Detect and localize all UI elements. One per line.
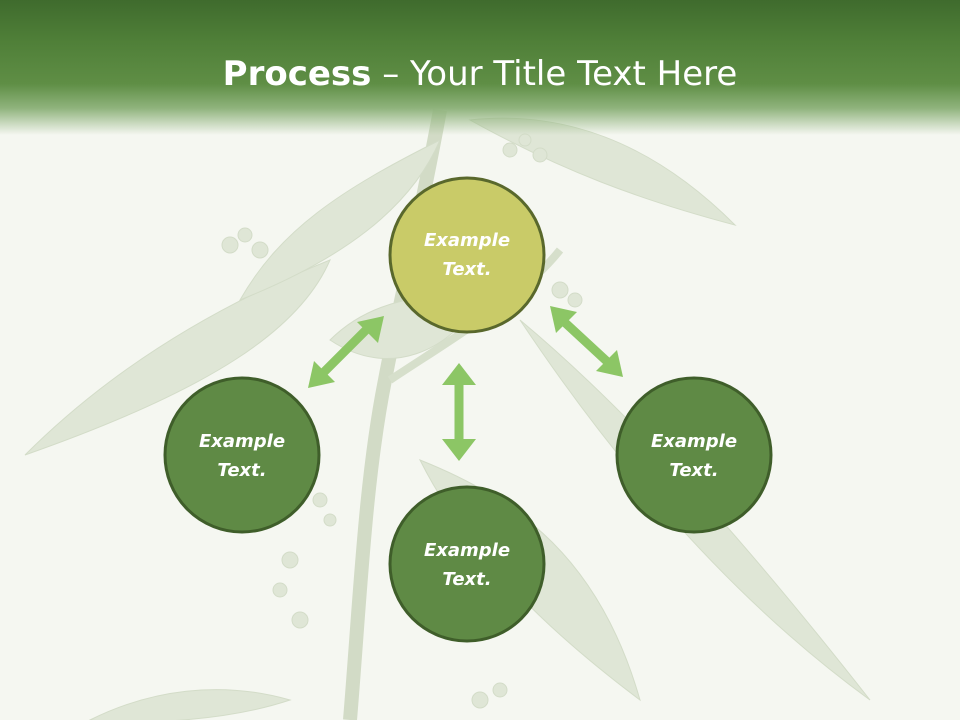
node-right: Example Text. xyxy=(615,376,773,534)
arrow-top-bottom xyxy=(442,363,476,461)
node-bottom: Example Text. xyxy=(388,485,546,643)
header-band xyxy=(0,0,960,135)
node-right-line1: Example xyxy=(651,431,737,452)
node-top: Example Text. xyxy=(388,176,546,334)
node-top-line1: Example xyxy=(424,230,510,251)
node-left-line2: Text. xyxy=(217,460,266,481)
node-bottom-line1: Example xyxy=(424,540,510,561)
slide-title: Process – Your Title Text Here xyxy=(0,52,960,96)
title-bold: Process xyxy=(222,54,372,94)
arrow-top-right xyxy=(550,306,623,377)
arrow-top-left xyxy=(308,316,384,388)
node-left-line1: Example xyxy=(199,431,285,452)
node-top-line2: Text. xyxy=(442,259,491,280)
node-right-line2: Text. xyxy=(669,460,718,481)
node-bottom-line2: Text. xyxy=(442,569,491,590)
title-separator: – xyxy=(371,54,411,94)
node-left: Example Text. xyxy=(163,376,321,534)
title-rest: Your Title Text Here xyxy=(410,54,738,94)
